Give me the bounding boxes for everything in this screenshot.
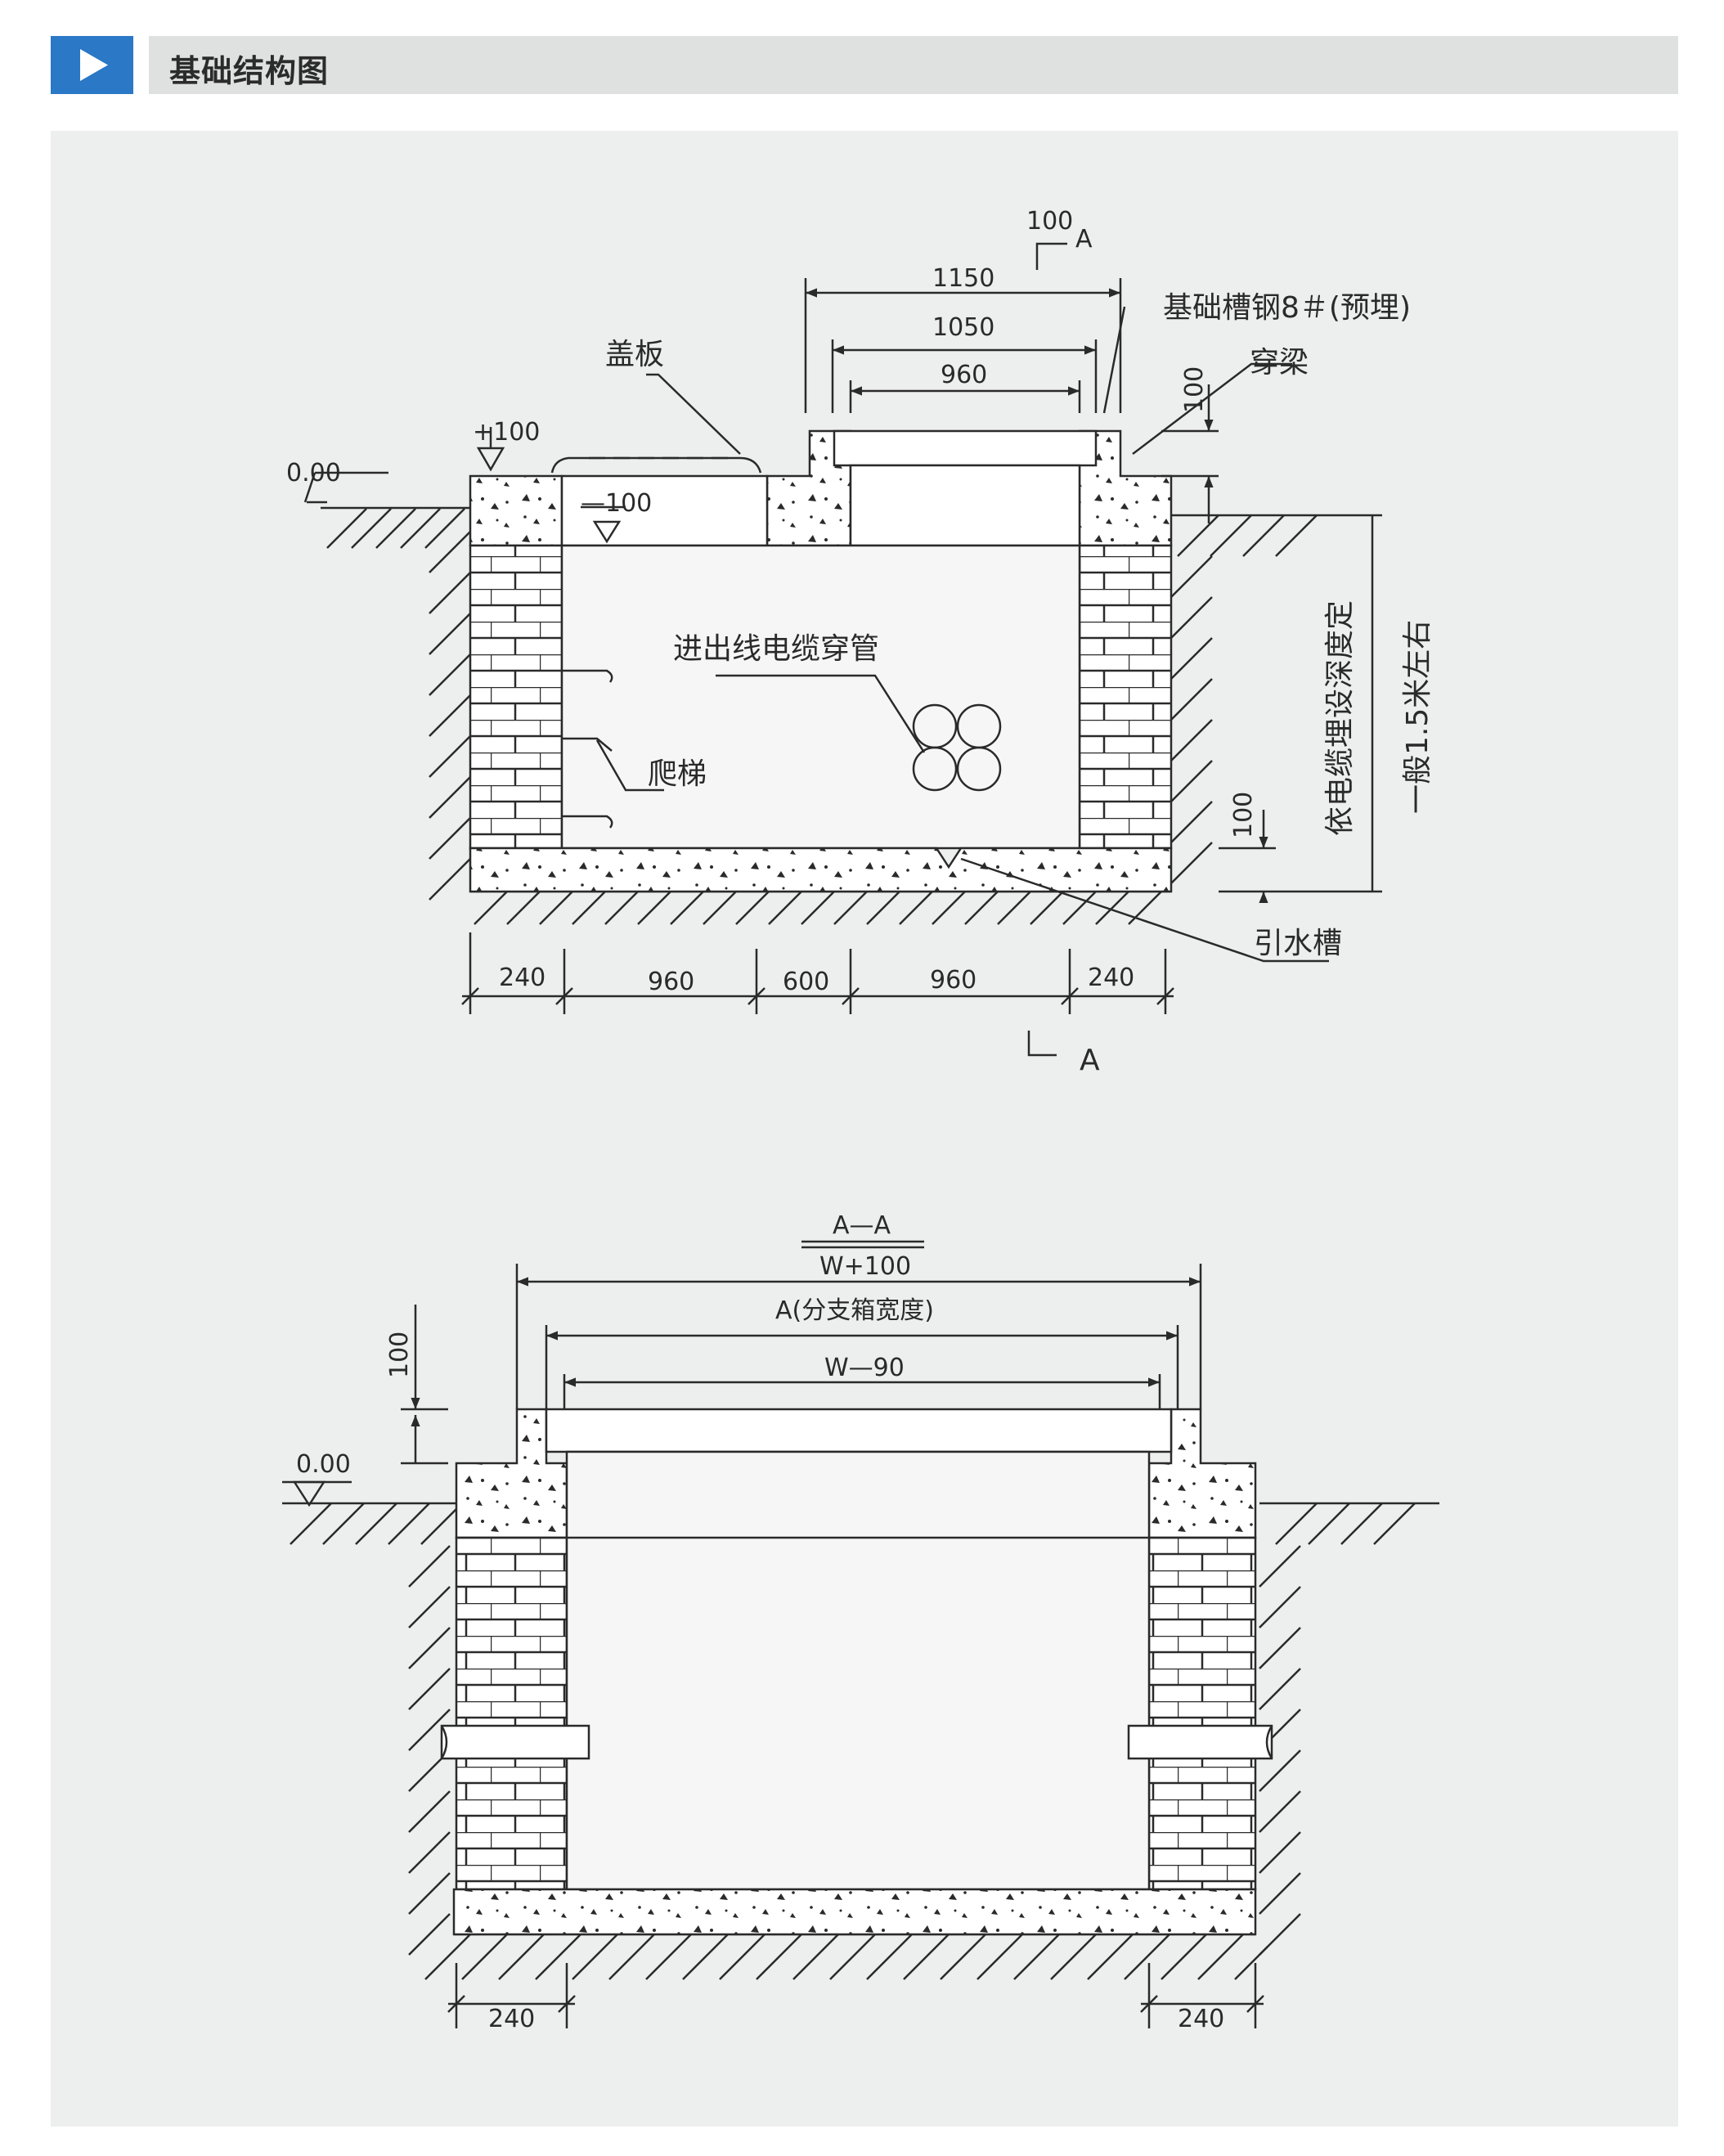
top-view (303, 242, 1382, 1057)
level-000-section: 0.00 (296, 1450, 351, 1479)
label-cover: 盖板 (605, 338, 664, 371)
level-plus100: +100 (473, 418, 540, 447)
dim-bottom-3: 960 (930, 966, 976, 995)
dim-bottom-right: 240 (1178, 2005, 1224, 2033)
dim-bottom-4: 240 (1088, 963, 1134, 992)
dim-w100: W+100 (819, 1252, 911, 1281)
section-view-text: A—A W+100 A(分支箱宽度) W—90 100 0.00 240 240 (296, 1211, 1224, 2033)
level-minus100: —100 (581, 489, 652, 518)
label-channel-steel: 基础槽钢8＃(预埋) (1163, 291, 1411, 325)
label-depth-typical: 一般1.5米左右 (1401, 620, 1434, 814)
top-view-text: 100 A 1150 1050 960 基础槽钢8＃(预埋) 穿梁 盖板 100… (286, 207, 1434, 1077)
section-mark-top-letter: A (1075, 225, 1093, 254)
dim-100-bottom: 100 (1229, 792, 1258, 838)
dim-bottom-2: 600 (783, 968, 829, 996)
dim-bottom-left: 240 (488, 2005, 535, 2033)
ground-hatch-bottom (470, 890, 1171, 925)
ground-hatch-right (1170, 514, 1325, 884)
label-beam: 穿梁 (1250, 346, 1309, 380)
level-000: 0.00 (286, 459, 341, 487)
section-mark-top-dim: 100 (1026, 207, 1073, 236)
section-mark-bottom: A (1080, 1044, 1100, 1077)
ground-hatch-left (321, 506, 471, 901)
dim-1050: 1050 (932, 313, 994, 342)
page-title: 基础结构图 (169, 53, 330, 89)
label-drain: 引水槽 (1254, 927, 1342, 960)
dim-960-top: 960 (941, 361, 987, 389)
play-triangle-icon (80, 49, 108, 81)
label-ladder: 爬梯 (648, 757, 707, 791)
dim-a-width: A(分支箱宽度) (775, 1296, 934, 1325)
label-depth-by-cable: 依电缆埋设深度定 (1323, 600, 1357, 836)
header-bar (149, 36, 1678, 94)
dim-1150: 1150 (932, 264, 994, 293)
dim-100-vertical: 100 (1180, 366, 1209, 413)
section-view (282, 1240, 1439, 2028)
section-title: A—A (833, 1211, 891, 1240)
section-marker (51, 36, 133, 94)
dim-bottom-0: 240 (499, 963, 545, 992)
label-cable-conduit: 进出线电缆穿管 (673, 632, 879, 666)
dim-bottom-1: 960 (648, 968, 694, 996)
dim-w90: W—90 (824, 1354, 905, 1382)
dim-100-vertical-section: 100 (385, 1332, 414, 1378)
